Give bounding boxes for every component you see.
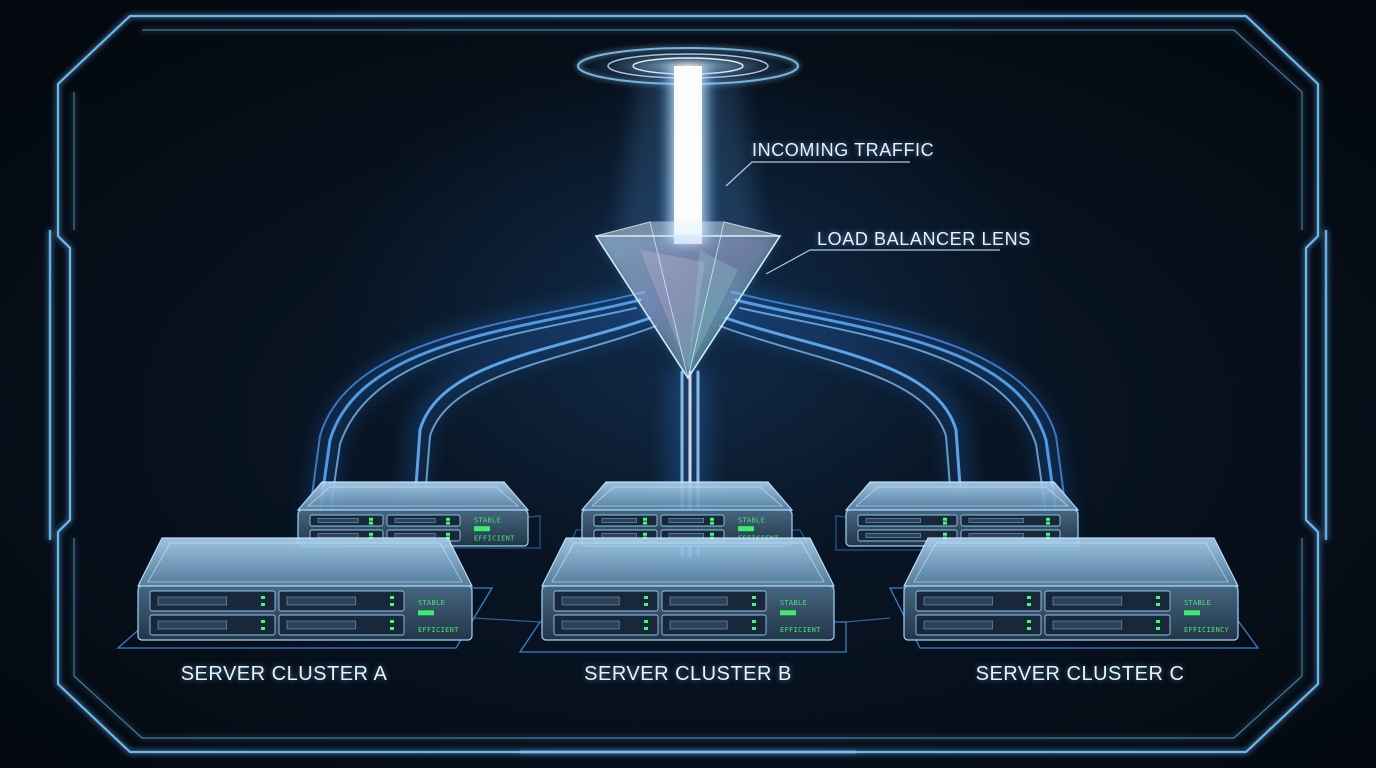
cluster-a-label: SERVER CLUSTER A	[180, 663, 388, 685]
incoming-traffic-beam	[616, 66, 760, 244]
hud-frame	[48, 14, 1328, 754]
cluster-c-label: SERVER CLUSTER C	[975, 663, 1185, 685]
status-efficient-text: EFFICIENCY	[1184, 626, 1230, 634]
status-stable-text: STABLE	[1184, 599, 1211, 607]
server-c-back	[844, 481, 1080, 547]
server-c-front: STABLE EFFICIENCY	[903, 537, 1239, 641]
status-efficient-text: EFFICIENT	[474, 535, 515, 543]
status-stable-text: STABLE	[780, 599, 807, 607]
status-efficient-text: EFFICIENT	[418, 626, 459, 634]
incoming-traffic-label: INCOMING TRAFFIC	[752, 140, 935, 160]
status-stable-text: STABLE	[418, 599, 445, 607]
server-racks: STABLE EFFICIENT STABLE EFFICIENT STABLE EFFI…	[137, 481, 1239, 641]
cluster-b-label: SERVER CLUSTER B	[584, 663, 792, 685]
server-a-back: STABLE EFFICIENT	[296, 481, 530, 547]
status-led	[1184, 610, 1200, 616]
load-balancer-lens-label: LOAD BALANCER LENS	[817, 229, 1031, 249]
status-stable-text: STABLE	[738, 517, 765, 525]
status-led	[474, 526, 490, 532]
server-b-front: STABLE EFFICIENT	[541, 537, 835, 641]
status-led	[418, 610, 434, 616]
callout-lines	[725, 161, 1000, 275]
server-a-front: STABLE EFFICIENT	[137, 537, 473, 641]
status-led	[780, 610, 796, 616]
status-led	[738, 526, 754, 532]
load-balancer-prism	[594, 221, 782, 380]
status-stable-text: STABLE	[474, 517, 501, 525]
status-efficient-text: EFFICIENT	[780, 626, 821, 634]
